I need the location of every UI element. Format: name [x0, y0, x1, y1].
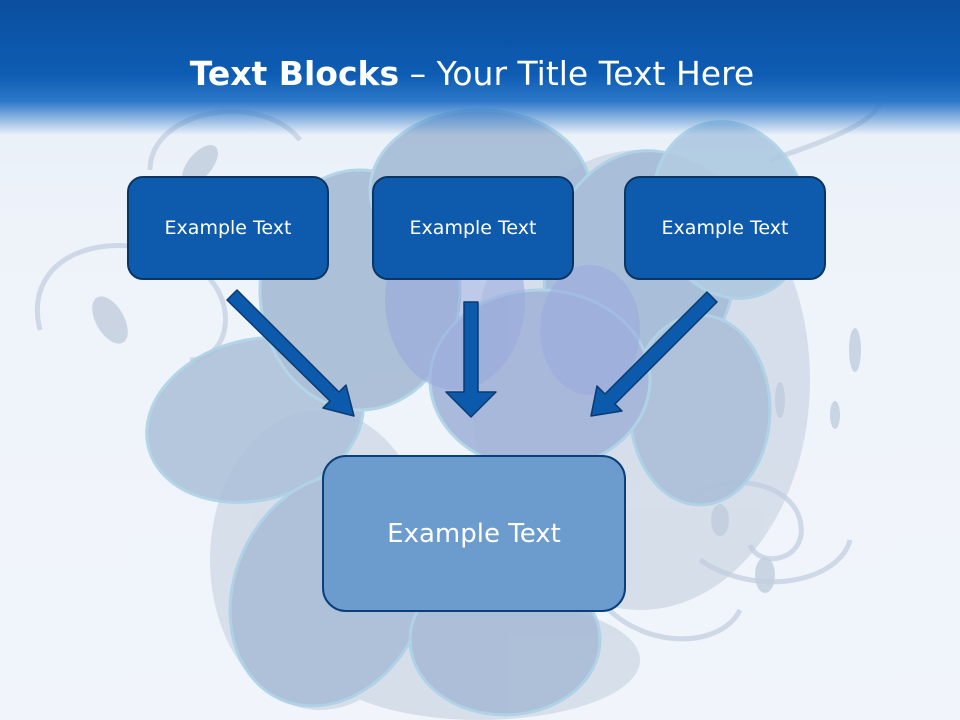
top-text-block-2[interactable]: Example Text: [372, 176, 574, 280]
top-text-block-1[interactable]: Example Text: [127, 176, 329, 280]
title-dash: –: [399, 54, 437, 93]
slide-title: Text Blocks – Your Title Text Here: [0, 52, 944, 96]
top-text-block-3[interactable]: Example Text: [624, 176, 826, 280]
title-rest: Your Title Text Here: [436, 54, 755, 93]
arrow-center-icon: [445, 301, 497, 418]
bottom-text-block[interactable]: Example Text: [322, 455, 626, 612]
arrow-right-icon: [590, 291, 718, 417]
title-bar: [0, 0, 960, 135]
arrow-left-icon: [226, 289, 355, 417]
title-bold-part: Text Blocks: [189, 54, 400, 93]
